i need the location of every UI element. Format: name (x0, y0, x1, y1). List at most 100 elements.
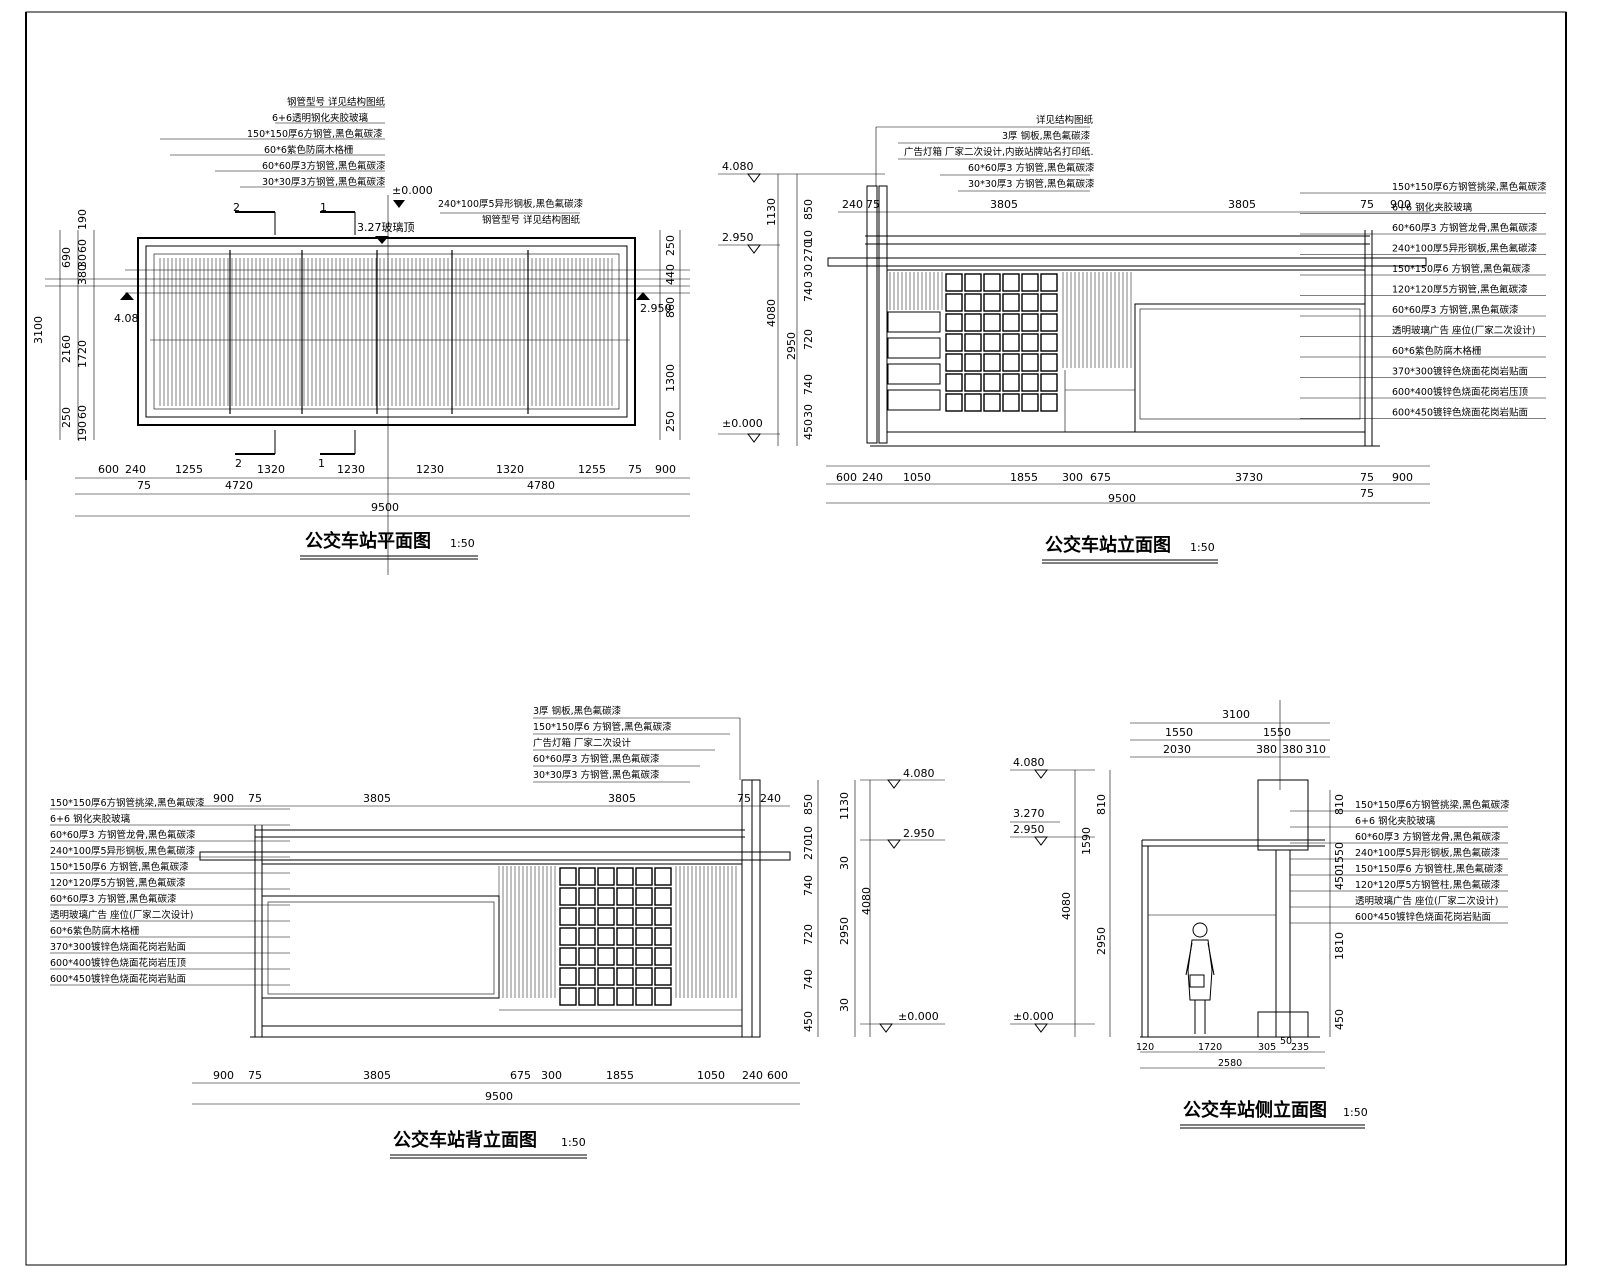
plan-elev-left-marker (120, 292, 134, 300)
front-dim-v2-2: 270 (802, 241, 815, 262)
back-dim-b-4: 300 (541, 1069, 562, 1082)
glass-pane (578, 867, 596, 886)
glass-pane (945, 333, 963, 352)
front-dim-v1-1: 4080 (765, 299, 778, 327)
glass-pane (964, 313, 982, 332)
back-dim-b-7: 240 (742, 1069, 763, 1082)
glass-pane (559, 907, 577, 926)
side-dim-t-2: 1550 (1263, 726, 1291, 739)
back-note-top-1: 150*150厚6 方钢管,黑色氟碳漆 (533, 721, 672, 733)
glass-pane (559, 867, 577, 886)
plan-section-1-label-top: 1 (320, 201, 327, 214)
glass-pane (945, 273, 963, 292)
glass-pane (1021, 313, 1039, 332)
glass-pane (597, 947, 615, 966)
plan-dim-l-4: 30 (76, 254, 89, 268)
plan-title: 公交车站平面图 (305, 530, 431, 552)
plan-note-right-2: 钢管型号 详见结构图纸 (482, 214, 581, 226)
front-dim-v2-0: 850 (802, 199, 815, 220)
glass-pane (945, 313, 963, 332)
front-dim-t-1: 75 (866, 198, 880, 211)
side-dim-b-4: 235 (1291, 1042, 1309, 1053)
plan-grille-hatch (159, 250, 613, 414)
plan-elev-right-marker (636, 292, 650, 300)
side-elev-zero: ±0.000 (1013, 1010, 1054, 1023)
front-dim-v2-6: 740 (802, 374, 815, 395)
side-dim-l-0: 810 (1095, 794, 1108, 815)
back-dim-b-6: 1050 (697, 1069, 725, 1082)
side-dim-b-2: 305 (1258, 1042, 1276, 1053)
back-dim-v-2: 10 (802, 826, 815, 840)
back-dim-v-11: 4080 (860, 887, 873, 915)
glass-pane (945, 373, 963, 392)
back-note-top-0: 3厚 钢板,黑色氟碳漆 (533, 705, 622, 717)
glass-pane (945, 393, 963, 412)
glass-pane (1002, 373, 1020, 392)
back-note-top-3: 60*60厚3 方钢管,黑色氟碳漆 (533, 753, 660, 765)
note-label: 6+6 钢化夹胶玻璃 (1392, 202, 1472, 214)
plan-scale: 1:50 (450, 537, 475, 550)
plan-dim-l-9: 190 (76, 421, 89, 442)
back-dim-total: 9500 (485, 1090, 513, 1103)
front-dim-v2-4: 740 (802, 281, 815, 302)
plan-elev-right: 2.950 (640, 302, 672, 315)
glass-pane (1040, 333, 1058, 352)
side-dim-t-5: 380 (1282, 743, 1303, 756)
plan-elev-zero: ±0.000 (392, 184, 433, 197)
plan-note-4: 60*6紫色防腐木格栅 (264, 144, 354, 156)
plan-view: 钢管型号 详见结构图纸 6+6透明钢化夹胶玻璃 150*150厚6方钢管,黑色氟… (32, 96, 690, 575)
plan-dim-b1-2: 1255 (175, 463, 203, 476)
back-ad-panel (261, 895, 500, 999)
plan-dim-b1-5: 1230 (416, 463, 444, 476)
note-label: 600*450镀锌色烧面花岗岩贴面 (1392, 407, 1528, 419)
glass-pane (597, 907, 615, 926)
front-dim-b2: 75 (1360, 487, 1374, 500)
side-dim-l-3: 2950 (1095, 927, 1108, 955)
front-dim-t-2: 3805 (990, 198, 1018, 211)
side-dim-r-3: 450 (1333, 1009, 1346, 1030)
glass-pane (616, 927, 634, 946)
glass-pane (1021, 293, 1039, 312)
front-wood-slats (889, 272, 1132, 368)
plan-dim-b2-0: 75 (137, 479, 151, 492)
plan-section-2-label-top: 2 (233, 201, 240, 214)
glass-pane (964, 333, 982, 352)
note-label: 370*300镀锌色烧面花岗岩贴面 (1392, 366, 1528, 378)
front-ad-panel (1134, 303, 1366, 433)
back-elev-mid: 2.950 (903, 827, 935, 840)
back-dim-v-7: 740 (802, 969, 815, 990)
plan-note-5: 60*60厚3方钢管,黑色氟碳漆 (262, 160, 386, 172)
front-dim-v2-7: 30 (802, 404, 815, 418)
plan-dim-l-6: 1720 (76, 340, 89, 368)
front-dim-t-5: 900 (1390, 198, 1411, 211)
front-glass-grid (945, 273, 1058, 412)
back-note-top-2: 广告灯箱 厂家二次设计 (533, 737, 632, 749)
glass-pane (1002, 273, 1020, 292)
side-elev-glass: 3.270 (1013, 807, 1045, 820)
note-label: 60*60厚3 方钢管,黑色氟碳漆 (1392, 304, 1519, 316)
note-label: 60*60厚3 方钢管龙骨,黑色氟碳漆 (50, 829, 196, 841)
plan-note-right: 240*100厚5异形钢板,黑色氟碳漆 (438, 198, 584, 210)
back-dim-t-1: 75 (248, 792, 262, 805)
plan-elev-top-marker (375, 236, 389, 244)
glass-pane (1021, 353, 1039, 372)
note-label: 透明玻璃广告 座位(厂家二次设计) (1355, 895, 1498, 907)
front-note-top-3: 60*60厚3 方钢管,黑色氟碳漆 (968, 162, 1095, 174)
glass-pane (1040, 293, 1058, 312)
glass-pane (983, 313, 1001, 332)
side-dim-r-0: 810 (1333, 794, 1346, 815)
front-sign-1 (887, 311, 941, 333)
back-dim-b-1: 75 (248, 1069, 262, 1082)
plan-elev-left: 4.08 (114, 312, 139, 325)
glass-pane (597, 887, 615, 906)
back-glass-grid (559, 867, 672, 1006)
side-dim-b-0: 120 (1136, 1042, 1154, 1053)
front-elev-mid: 2.950 (722, 231, 754, 244)
side-dim-b-total: 2580 (1218, 1058, 1242, 1069)
note-label: 240*100厚5异形钢板,黑色氟碳漆 (50, 845, 196, 857)
glass-pane (654, 967, 672, 986)
glass-pane (964, 373, 982, 392)
front-dim-b-0: 600 (836, 471, 857, 484)
side-elevation: 3100 1550 1550 2030 380 380 310 4.080 3.… (1010, 700, 1510, 1129)
